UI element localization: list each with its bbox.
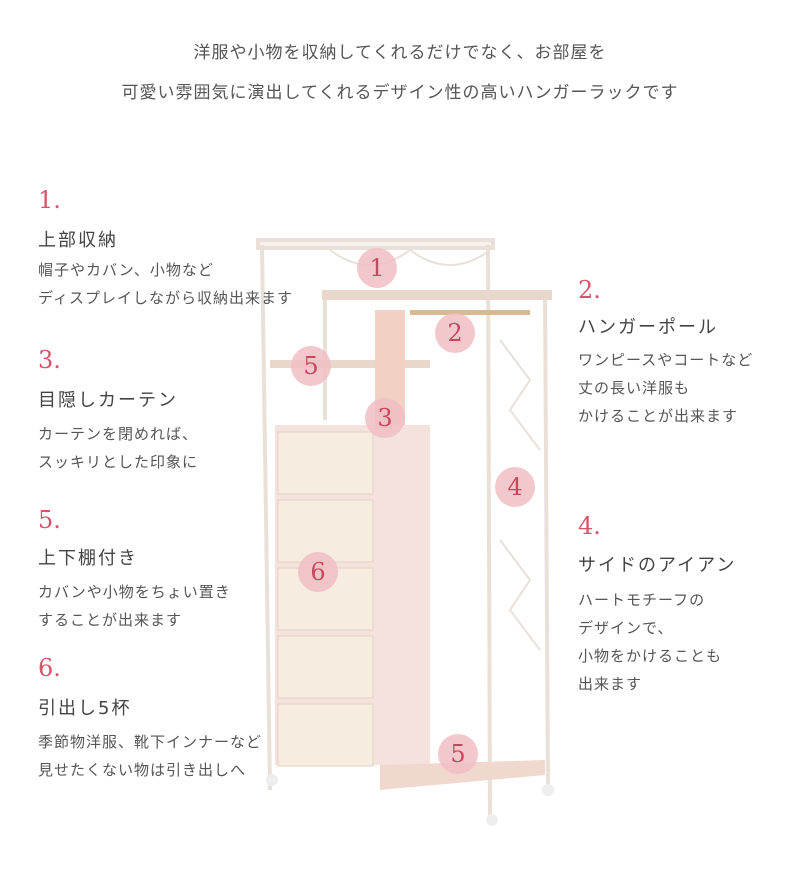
feature-1-title: 上部収納	[38, 230, 118, 251]
desc-line: 出来ます	[578, 675, 643, 693]
feature-3-number: 3.	[38, 346, 61, 374]
desc-line: スッキリとした印象に	[38, 453, 199, 471]
feature-1-number: 1.	[38, 186, 61, 214]
desc-line: 帽子やカバン、小物など	[38, 261, 214, 279]
drawers	[275, 425, 430, 767]
feature-1-description: 帽子やカバン、小物など ディスプレイしながら収納出来ます	[38, 256, 293, 312]
feature-4-title: サイドのアイアン	[578, 555, 737, 576]
feature-6-description: 季節物洋服、靴下インナーなど 見せたくない物は引き出しへ	[38, 728, 262, 784]
desc-line: かけることが出来ます	[578, 407, 739, 425]
feature-3-title: 目隠しカーテン	[38, 390, 178, 411]
feature-3-description: カーテンを閉めれば、 スッキリとした印象に	[38, 420, 198, 476]
feature-5-description: カバンや小物をちょい置き することが出来ます	[38, 578, 231, 634]
badge-6: 6	[298, 552, 338, 592]
desc-line: 小物をかけることも	[578, 647, 723, 665]
desc-line: カーテンを閉めれば、	[38, 425, 199, 443]
intro-line-1: 洋服や小物を収納してくれるだけでなく、お部屋を	[193, 43, 607, 63]
intro-line-2: 可愛い雰囲気に演出してくれるデザイン性の高いハンガーラックです	[121, 83, 679, 103]
badge-5-lower: 5	[438, 734, 478, 774]
feature-5-title: 上下棚付き	[38, 548, 138, 569]
feature-2-title: ハンガーポール	[578, 317, 718, 338]
badge-2: 2	[435, 313, 475, 353]
feature-6-title: 引出し5杯	[38, 698, 132, 719]
feature-6-number: 6.	[38, 654, 61, 682]
desc-line: ワンピースやコートなど	[578, 351, 754, 369]
desc-line: カバンや小物をちょい置き	[38, 583, 231, 601]
feature-5-number: 5.	[38, 506, 61, 534]
desc-line: 丈の長い洋服も	[578, 379, 691, 397]
desc-line: ハートモチーフの	[578, 591, 706, 609]
badge-4: 4	[495, 467, 535, 507]
feature-4-description: ハートモチーフの デザインで、 小物をかけることも 出来ます	[578, 586, 722, 698]
desc-line: することが出来ます	[38, 611, 183, 629]
feature-2-number: 2.	[578, 276, 601, 304]
desc-line: 見せたくない物は引き出しへ	[38, 761, 247, 779]
desc-line: デザインで、	[578, 619, 674, 637]
badge-3: 3	[365, 398, 405, 438]
desc-line: ディスプレイしながら収納出来ます	[38, 289, 293, 307]
desc-line: 季節物洋服、靴下インナーなど	[38, 733, 263, 751]
badge-5-upper: 5	[291, 346, 331, 386]
badge-1: 1	[357, 248, 397, 288]
feature-2-description: ワンピースやコートなど 丈の長い洋服も かけることが出来ます	[578, 346, 753, 430]
feature-4-number: 4.	[578, 512, 601, 540]
